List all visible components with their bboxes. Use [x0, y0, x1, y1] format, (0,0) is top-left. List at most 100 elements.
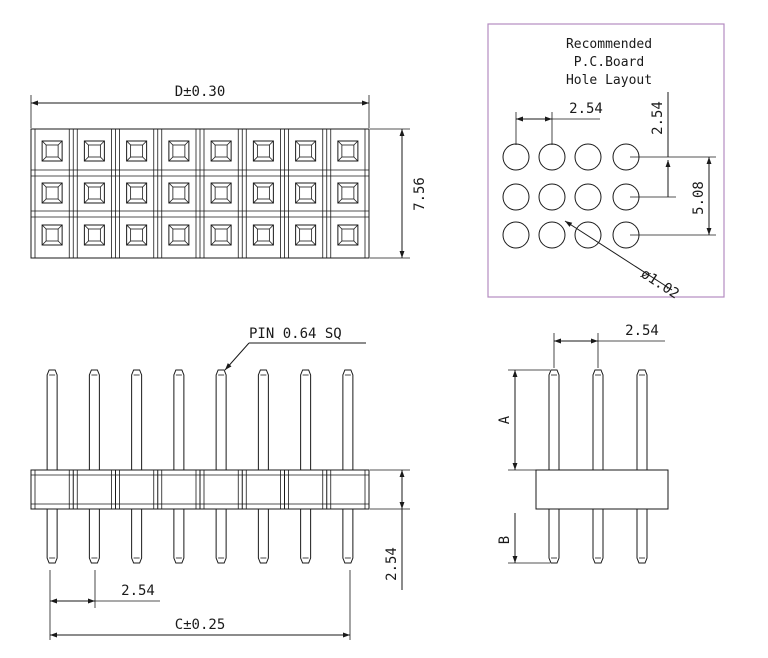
- pin-socket-chamfer: [100, 240, 105, 246]
- pin-socket-chamfer: [168, 240, 174, 246]
- top-column-body: [203, 128, 239, 259]
- pcb-hole-layout: Recommended P.C.Board Hole Layout 2.54 2…: [487, 23, 725, 302]
- pin-lower: [46, 509, 58, 564]
- pin-socket-chamfer: [41, 224, 47, 230]
- pin-socket-chamfer: [142, 140, 147, 146]
- pin-socket-outer: [295, 140, 317, 162]
- pin-socket-chamfer: [184, 140, 190, 146]
- pin-socket-outer: [126, 140, 148, 162]
- side-pin-lower: [592, 509, 604, 564]
- pin-socket-outer: [168, 224, 190, 246]
- housing-cell: [288, 469, 324, 510]
- pcb-hole: [502, 183, 530, 211]
- pin-socket-inner: [256, 186, 270, 200]
- pin-socket-chamfer: [353, 182, 359, 188]
- pin-socket-chamfer: [142, 182, 147, 188]
- pin-socket-chamfer: [57, 198, 63, 204]
- pin-upper: [257, 369, 269, 470]
- pin-socket-outer: [252, 182, 274, 204]
- pin-socket-chamfer: [253, 240, 258, 246]
- pin-socket-chamfer: [57, 182, 63, 188]
- pin-socket-inner: [341, 144, 355, 158]
- pin-upper: [300, 369, 312, 470]
- pcb-hole: [574, 221, 602, 249]
- pin-socket-chamfer: [142, 198, 147, 204]
- housing-cell: [161, 469, 197, 510]
- pin-socket-chamfer: [226, 198, 232, 204]
- pin-socket-chamfer: [84, 240, 89, 246]
- pin-socket-outer: [41, 224, 63, 246]
- pin-upper: [215, 369, 227, 470]
- pin-socket-inner: [172, 228, 186, 242]
- pin-socket-chamfer: [41, 240, 47, 246]
- pin-socket-chamfer: [210, 224, 216, 230]
- pin-lower: [215, 509, 227, 564]
- top-column-body: [76, 128, 112, 259]
- front-view: PIN 0.64 SQ 2.54 2.54 C±0.25: [30, 326, 410, 640]
- pin-socket-chamfer: [337, 182, 343, 188]
- top-column-body: [34, 128, 70, 259]
- pin-socket-chamfer: [84, 198, 89, 204]
- pin-socket-chamfer: [142, 240, 147, 246]
- pin-socket-chamfer: [337, 240, 343, 246]
- pin-socket-chamfer: [57, 224, 63, 230]
- pin-socket-inner: [299, 228, 313, 242]
- pin-socket-chamfer: [269, 182, 274, 188]
- pin-socket-inner: [87, 186, 101, 200]
- side-view: 2.54 A B: [497, 323, 669, 564]
- housing-cell: [330, 469, 366, 510]
- pin-socket-outer: [83, 224, 105, 246]
- pin-socket-chamfer: [126, 156, 131, 162]
- pin-socket-chamfer: [84, 140, 89, 146]
- top-column-body: [288, 128, 324, 259]
- housing-cell: [119, 469, 155, 510]
- pin-lower: [131, 509, 143, 564]
- top-height-dim: 7.56: [412, 177, 428, 211]
- pin-socket-chamfer: [253, 182, 258, 188]
- pin-socket-outer: [252, 140, 274, 162]
- pin-socket-chamfer: [311, 182, 316, 188]
- pin-socket-chamfer: [311, 240, 316, 246]
- side-pin-row: [548, 369, 648, 564]
- side-pin-lower: [548, 509, 560, 564]
- pcb-layout-frame: [487, 23, 725, 298]
- pin-socket-chamfer: [295, 156, 300, 162]
- pin-socket-inner: [341, 186, 355, 200]
- pin-socket-chamfer: [126, 182, 131, 188]
- pin-socket-outer: [168, 182, 190, 204]
- pin-lower: [342, 509, 354, 564]
- pcb-hole: [538, 183, 566, 211]
- top-column-body: [119, 128, 155, 259]
- pin-socket-chamfer: [100, 224, 105, 230]
- pcb-hole-grid: [502, 143, 640, 249]
- side-pitch-dim: 2.54: [625, 323, 659, 339]
- pin-socket-chamfer: [269, 224, 274, 230]
- pin-size-label: PIN 0.64 SQ: [249, 326, 342, 342]
- top-view: D±0.30 7.56: [30, 84, 428, 259]
- pin-socket-outer: [168, 140, 190, 162]
- pin-socket-inner: [130, 144, 144, 158]
- pin-lower: [257, 509, 269, 564]
- pin-socket-chamfer: [100, 140, 105, 146]
- pin-socket-chamfer: [41, 198, 47, 204]
- pin-socket-chamfer: [184, 156, 190, 162]
- pin-socket-chamfer: [337, 156, 343, 162]
- pin-socket-inner: [214, 228, 228, 242]
- pin-socket-chamfer: [210, 156, 216, 162]
- side-pin-upper: [548, 369, 560, 470]
- pin-socket-chamfer: [184, 224, 190, 230]
- pin-socket-outer: [41, 140, 63, 162]
- pin-socket-chamfer: [311, 224, 316, 230]
- pin-socket-chamfer: [353, 156, 359, 162]
- pin-socket-inner: [45, 144, 59, 158]
- pin-socket-inner: [45, 228, 59, 242]
- pin-lower: [300, 509, 312, 564]
- pin-socket-chamfer: [295, 140, 300, 146]
- pcb-title-line-3: Hole Layout: [566, 73, 652, 88]
- pin-socket-chamfer: [57, 156, 63, 162]
- housing-cell: [245, 469, 281, 510]
- pin-upper: [173, 369, 185, 470]
- top-width-dim: D±0.30: [175, 84, 226, 100]
- pin-socket-chamfer: [210, 240, 216, 246]
- pin-socket-chamfer: [253, 224, 258, 230]
